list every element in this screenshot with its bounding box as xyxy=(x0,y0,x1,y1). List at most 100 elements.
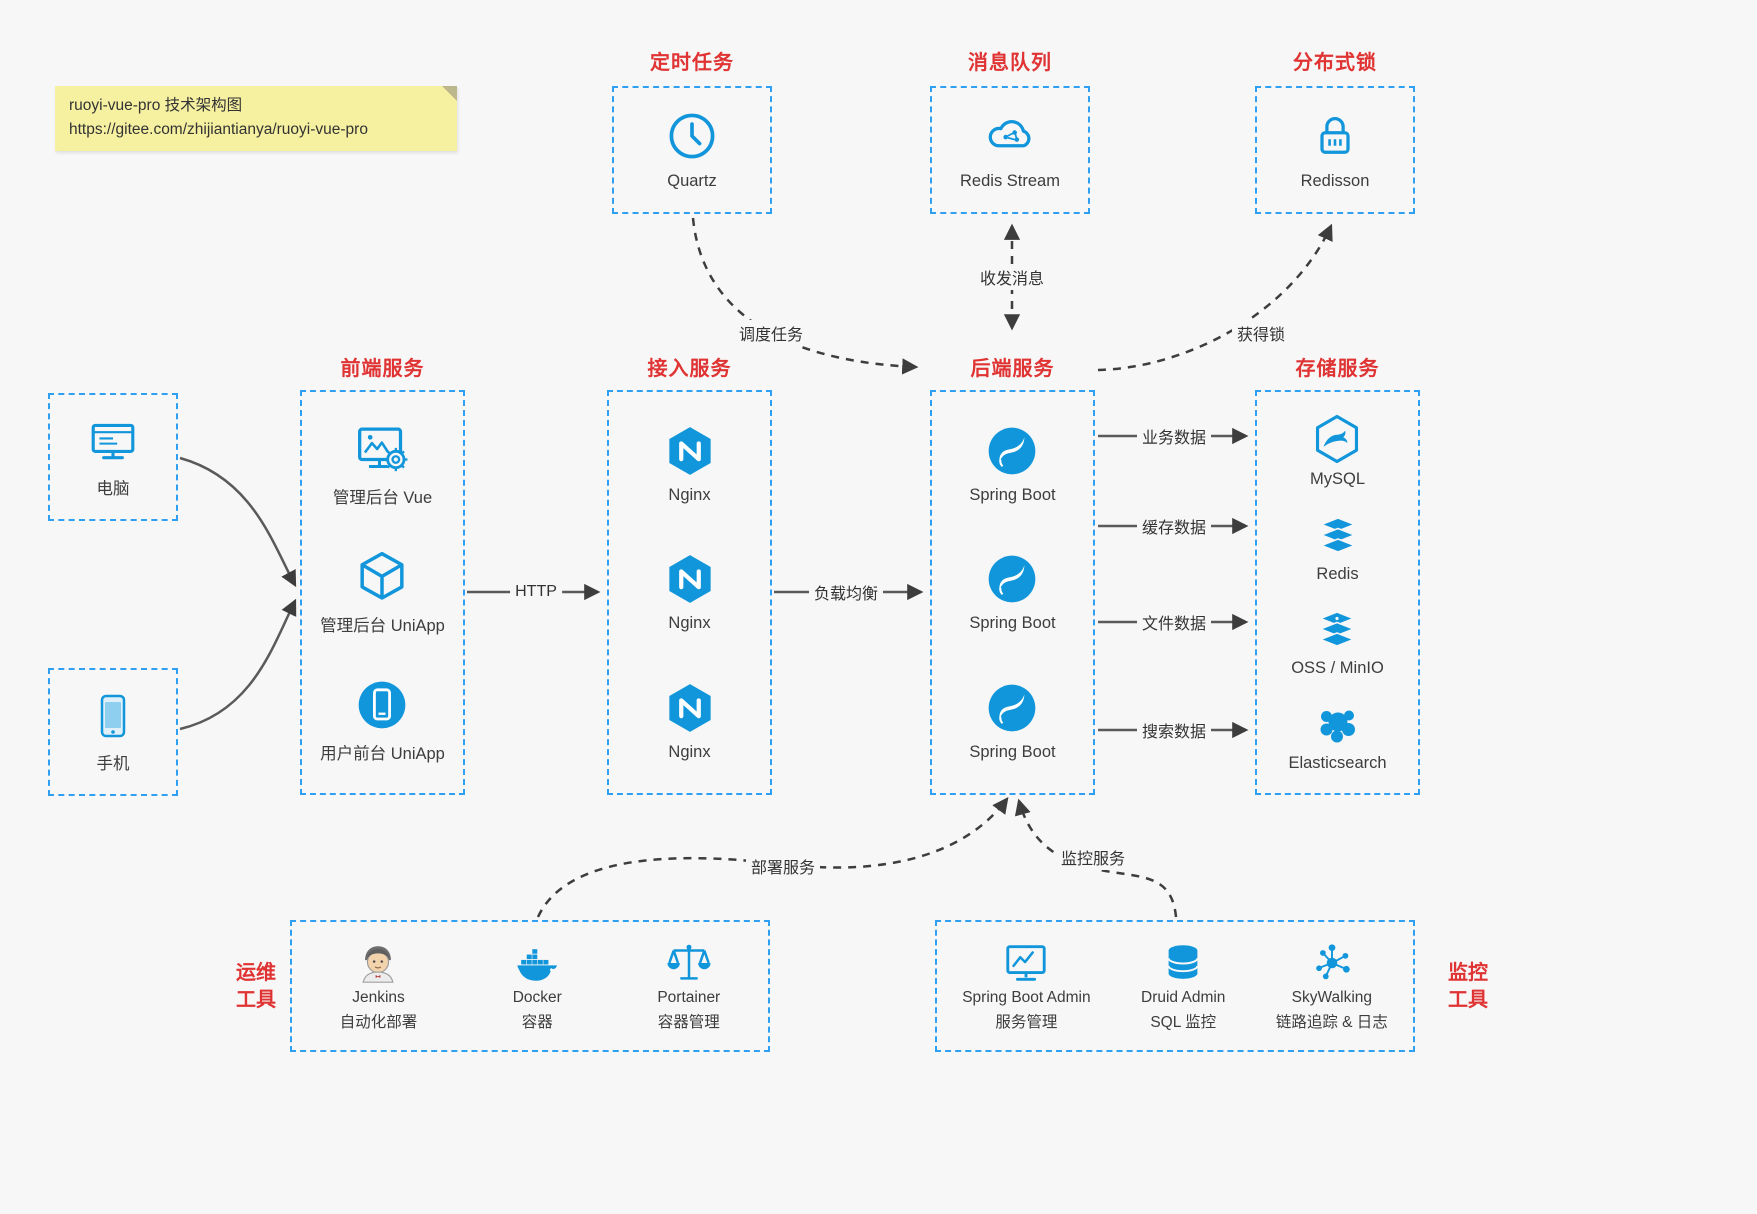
elasticsearch-item: Elasticsearch xyxy=(1288,702,1387,773)
nginx-label-1: Nginx xyxy=(668,486,711,505)
frontend-services-title: 前端服务 xyxy=(340,358,425,380)
docker-item: Docker 容器 xyxy=(513,940,562,1032)
user-app-icon xyxy=(354,677,410,733)
portainer-name: Portainer xyxy=(657,989,721,1006)
note-url: https://gitee.com/zhijiantianya/ruoyi-vu… xyxy=(69,121,368,139)
skywalking-icon xyxy=(1309,940,1355,986)
edge-lock-line xyxy=(1097,223,1333,372)
distributed-lock-title: 分布式锁 xyxy=(1293,52,1377,74)
jenkins-desc: 自动化部署 xyxy=(339,1014,418,1031)
admin-vue-item: 管理后台 Vue xyxy=(333,421,432,508)
uniapp-cube-icon xyxy=(354,549,410,605)
nginx-icon xyxy=(662,551,718,607)
spring-boot-label-1: Spring Boot xyxy=(969,486,1056,505)
docker-desc: 容器 xyxy=(521,1014,553,1031)
storage-services-box: MySQL Redis OSS / MinIO Elasticsearch xyxy=(1255,390,1420,795)
druid-admin-desc: SQL 监控 xyxy=(1150,1014,1217,1031)
redis-item: Redis xyxy=(1311,513,1365,584)
redis-stream-label: Redis Stream xyxy=(960,171,1060,190)
monitor-tools-side-title: 监控 工具 xyxy=(1448,962,1488,1011)
object-storage-icon xyxy=(1310,607,1364,655)
redis-stack-icon xyxy=(1311,513,1365,561)
mobile-phone-icon xyxy=(89,691,137,741)
admin-uniapp-label: 管理后台 UniApp xyxy=(320,616,445,635)
spring-boot-admin-name: Spring Boot Admin xyxy=(962,989,1091,1006)
mysql-item: MySQL xyxy=(1310,412,1365,489)
edge-label-http: HTTP xyxy=(510,582,562,602)
jenkins-icon xyxy=(355,940,401,986)
edge-phone-to-frontend xyxy=(179,598,297,731)
note-title: ruoyi-vue-pro 技术架构图 xyxy=(69,97,243,114)
edge-label-load-balance: 负载均衡 xyxy=(808,579,884,605)
spring-boot-icon xyxy=(984,423,1040,479)
message-queue-title: 消息队列 xyxy=(968,52,1052,74)
frontend-services-box: 管理后台 Vue 管理后台 UniApp 用户前台 UniApp xyxy=(300,390,465,795)
cloud-stream-icon xyxy=(982,110,1038,162)
skywalking-item: SkyWalking 链路追踪 & 日志 xyxy=(1276,940,1388,1032)
redis-label: Redis xyxy=(1316,564,1359,583)
user-uniapp-item: 用户前台 UniApp xyxy=(320,677,445,764)
jenkins-item: Jenkins 自动化部署 xyxy=(339,940,418,1032)
pc-label: 电脑 xyxy=(96,479,130,498)
clock-icon xyxy=(666,110,718,162)
portainer-desc: 容器管理 xyxy=(657,1014,720,1031)
nginx-item-2: Nginx xyxy=(662,551,718,633)
docker-icon xyxy=(513,940,561,986)
edge-label-schedule: 调度任务 xyxy=(733,320,809,346)
spring-boot-item-1: Spring Boot xyxy=(969,423,1056,505)
spring-boot-item-3: Spring Boot xyxy=(969,680,1056,762)
mysql-label: MySQL xyxy=(1309,469,1365,488)
spring-boot-label-2: Spring Boot xyxy=(969,614,1056,633)
redisson-label: Redisson xyxy=(1300,171,1370,190)
nginx-label-3: Nginx xyxy=(668,742,711,761)
druid-database-icon xyxy=(1160,940,1206,986)
druid-admin-item: Druid Admin SQL 监控 xyxy=(1141,940,1225,1032)
admin-uniapp-item: 管理后台 UniApp xyxy=(320,549,445,636)
lock-icon xyxy=(1309,110,1361,162)
edge-label-monitor: 监控服务 xyxy=(1055,844,1131,870)
edge-pc-to-frontend xyxy=(179,456,297,588)
quartz-box: Quartz xyxy=(612,86,772,214)
gateway-services-box: Nginx Nginx Nginx xyxy=(607,390,772,795)
note-fold-corner xyxy=(442,86,457,101)
spring-boot-icon xyxy=(984,680,1040,736)
skywalking-name: SkyWalking xyxy=(1291,989,1373,1006)
gateway-services-title: 接入服务 xyxy=(647,358,732,380)
spring-boot-admin-desc: 服务管理 xyxy=(995,1014,1058,1031)
oss-label: OSS / MinIO xyxy=(1291,659,1384,678)
edge-label-messaging: 收发消息 xyxy=(974,264,1050,290)
spring-boot-icon xyxy=(984,551,1040,607)
portainer-item: Portainer 容器管理 xyxy=(657,940,720,1032)
edge-label-business-data: 业务数据 xyxy=(1136,423,1212,449)
mysql-icon xyxy=(1310,412,1364,466)
oss-item: OSS / MinIO xyxy=(1291,607,1384,678)
edge-label-deploy: 部署服务 xyxy=(745,853,821,879)
backend-services-title: 后端服务 xyxy=(970,358,1055,380)
user-uniapp-label: 用户前台 UniApp xyxy=(320,745,445,764)
redis-stream-box: Redis Stream xyxy=(930,86,1090,214)
pc-client-box: 电脑 xyxy=(48,393,178,521)
redisson-box: Redisson xyxy=(1255,86,1415,214)
admin-vue-label: 管理后台 Vue xyxy=(332,488,433,507)
edge-label-cache-data: 缓存数据 xyxy=(1136,513,1212,539)
ops-tools-side-title: 运维 工具 xyxy=(236,962,276,1011)
phone-client-box: 手机 xyxy=(48,668,178,796)
scheduled-tasks-title: 定时任务 xyxy=(650,52,734,74)
sticky-note: ruoyi-vue-pro 技术架构图 https://gitee.com/zh… xyxy=(55,86,457,152)
nginx-label-2: Nginx xyxy=(668,614,711,633)
skywalking-desc: 链路追踪 & 日志 xyxy=(1275,1014,1388,1031)
admin-vue-icon xyxy=(355,421,411,477)
nginx-icon xyxy=(662,423,718,479)
phone-label: 手机 xyxy=(96,754,130,773)
monitor-tools-box: Spring Boot Admin 服务管理 Druid Admin SQL 监… xyxy=(935,920,1415,1052)
desktop-monitor-icon xyxy=(88,416,138,466)
docker-name: Docker xyxy=(512,989,562,1006)
edge-label-lock: 获得锁 xyxy=(1231,320,1291,346)
spring-boot-label-3: Spring Boot xyxy=(969,742,1056,761)
portainer-icon xyxy=(665,940,713,986)
druid-admin-name: Druid Admin xyxy=(1141,989,1226,1006)
ops-tools-box: Jenkins 自动化部署 Docker 容器 Portainer 容器管理 xyxy=(290,920,770,1052)
nginx-item-1: Nginx xyxy=(662,423,718,505)
spring-boot-admin-item: Spring Boot Admin 服务管理 xyxy=(962,940,1091,1032)
